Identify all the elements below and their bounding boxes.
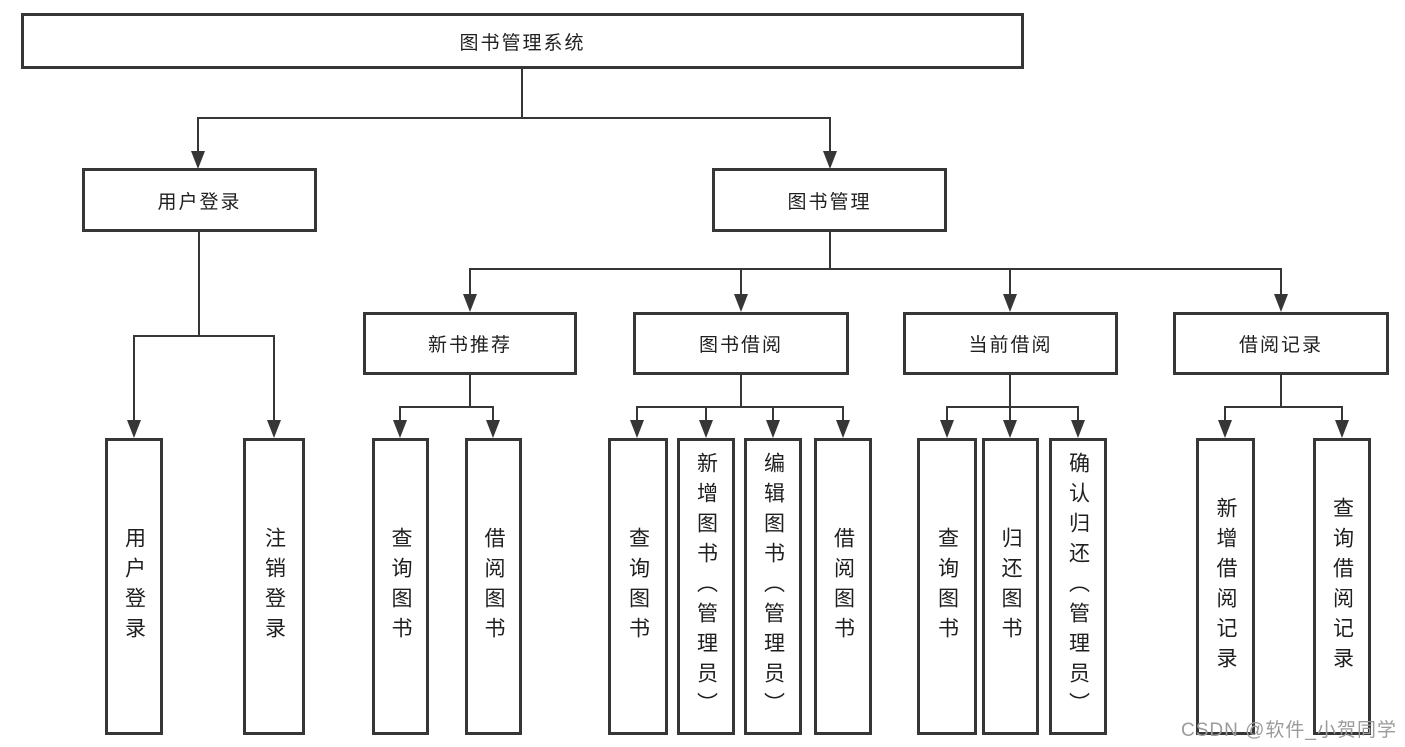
connector-line [1009,375,1011,408]
node-label: 归还图书 [999,526,1022,647]
node-leaf-borrow-books-recommend: 借阅图书 [465,438,522,735]
node-label: 图书借阅 [698,335,783,356]
arrowhead-down-icon [1335,420,1349,438]
connector-line [399,406,401,422]
connector-line [133,335,135,422]
node-label: 图书管理 [787,191,872,213]
connector-line [133,335,275,337]
arrowhead-down-icon [393,420,407,438]
node-label: 借阅图书 [831,526,855,647]
node-label: 借阅记录 [1238,335,1323,356]
node-label: 借阅图书 [482,526,505,647]
connector-line [273,335,275,422]
arrowhead-down-icon [823,151,837,169]
connector-line [197,117,199,153]
node-leaf-user-login: 用户登录 [105,438,163,735]
node-new-book-recommend: 新书推荐 [363,312,577,375]
node-book-borrowing: 图书借阅 [633,312,849,375]
connector-line [1280,268,1282,296]
arrowhead-down-icon [127,420,141,438]
connector-line [946,406,1079,408]
connector-line [829,117,831,153]
connector-line [1077,406,1079,422]
node-leaf-add-borrow-record: 新增借阅记录 [1196,438,1255,735]
connector-line [740,375,742,408]
arrowhead-down-icon [267,420,281,438]
node-current-borrowing: 当前借阅 [903,312,1118,375]
node-book-management: 图书管理 [712,168,947,232]
node-label: 查询图书 [626,526,650,647]
connector-line [842,406,844,422]
arrowhead-down-icon [463,294,477,312]
connector-line [197,117,831,119]
arrowhead-down-icon [1274,294,1288,312]
arrowhead-down-icon [630,420,644,438]
connector-line [469,268,471,296]
connector-line [521,69,523,119]
connector-line [1009,268,1011,296]
connector-line [705,406,707,422]
arrowhead-down-icon [1071,420,1085,438]
node-leaf-edit-books-admin: 编辑图书（管理员） [744,438,802,735]
arrowhead-down-icon [699,420,713,438]
node-borrowing-records: 借阅记录 [1173,312,1389,375]
connector-line [469,268,1282,270]
connector-line [1224,406,1343,408]
connector-line [1341,406,1343,422]
arrowhead-down-icon [836,420,850,438]
connector-line [740,268,742,296]
arrowhead-down-icon [766,420,780,438]
node-leaf-query-books-current: 查询图书 [917,438,977,735]
node-library-management-system: 图书管理系统 [21,13,1024,69]
connector-line [1280,375,1282,408]
node-label: 确认归还（管理员） [1066,451,1090,722]
csdn-watermark: CSDN @软件_小贺同学 [1181,720,1397,741]
connector-line [636,406,844,408]
node-leaf-borrow-books-borrowing: 借阅图书 [814,438,872,735]
node-leaf-add-books-admin: 新增图书（管理员） [677,438,735,735]
node-leaf-logout: 注销登录 [243,438,305,735]
node-label: 当前借阅 [968,335,1053,356]
connector-line [636,406,638,422]
connector-line [1224,406,1226,422]
arrowhead-down-icon [191,151,205,169]
node-label: 用户登录 [157,191,242,213]
node-label: 查询借阅记录 [1330,496,1354,677]
arrowhead-down-icon [1218,420,1232,438]
connector-line [946,406,948,422]
node-label: 查询图书 [935,526,959,647]
connector-line [469,375,471,408]
node-label: 新书推荐 [427,335,512,356]
arrowhead-down-icon [1003,420,1017,438]
arrowhead-down-icon [734,294,748,312]
node-leaf-query-books-recommend: 查询图书 [372,438,429,735]
node-label: 新增图书（管理员） [694,451,718,722]
node-label: 图书管理系统 [459,32,586,54]
node-user-login: 用户登录 [82,168,317,232]
node-label: 用户登录 [122,526,146,647]
node-label: 查询图书 [389,526,412,647]
arrowhead-down-icon [1003,294,1017,312]
node-label: 注销登录 [262,526,286,647]
connector-line [1009,406,1011,422]
node-label: 编辑图书（管理员） [761,451,785,722]
node-label: 新增借阅记录 [1214,496,1237,677]
connector-line [829,232,831,270]
node-leaf-query-books-borrowing: 查询图书 [608,438,668,735]
connector-line [198,232,200,337]
node-leaf-confirm-return-admin: 确认归还（管理员） [1049,438,1107,735]
arrowhead-down-icon [486,420,500,438]
connector-line [772,406,774,422]
connector-line [399,406,494,408]
connector-line [492,406,494,422]
node-leaf-query-borrow-record: 查询借阅记录 [1313,438,1371,735]
arrowhead-down-icon [940,420,954,438]
node-leaf-return-books: 归还图书 [982,438,1039,735]
